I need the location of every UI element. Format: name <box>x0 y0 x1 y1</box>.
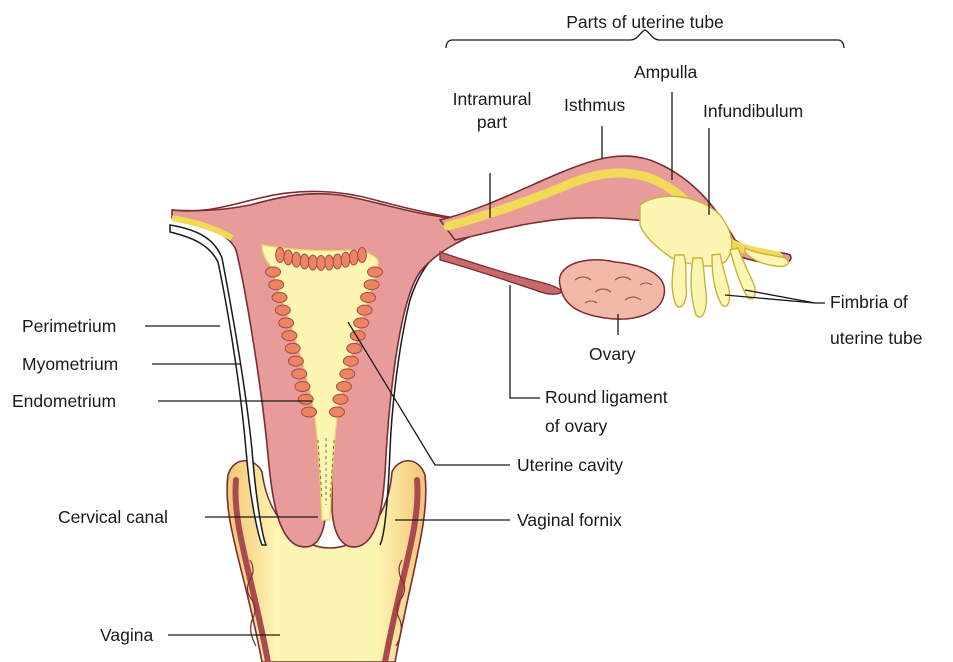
endometrium-label: Endometrium <box>12 391 116 411</box>
endometrium-right-fold <box>333 394 348 404</box>
endometrium-right-fold <box>364 280 379 290</box>
uterine-cavity-label: Uterine cavity <box>517 455 623 475</box>
tube-brace <box>446 30 844 48</box>
endometrium-top-fold <box>276 248 285 263</box>
vaginal-fornix-label: Vaginal fornix <box>517 510 622 530</box>
endometrium-right-fold <box>354 318 369 328</box>
endometrium-top-fold <box>300 254 309 269</box>
round-ligament-label-2: of ovary <box>545 416 607 436</box>
endometrium-left-fold <box>295 382 310 392</box>
endometrium-top-fold <box>317 256 326 271</box>
round-ligament-label-1: Round ligament <box>545 387 668 407</box>
endometrium-left-fold <box>266 267 281 277</box>
endometrium-left-fold <box>285 343 300 353</box>
endometrium-right-fold <box>336 382 351 392</box>
myometrium-label: Myometrium <box>22 354 118 374</box>
endometrium-left-fold <box>279 318 294 328</box>
perimetrium-label: Perimetrium <box>22 316 116 336</box>
endometrium-left-fold <box>269 280 284 290</box>
isthmus-label: Isthmus <box>564 95 626 115</box>
cervical-canal-label: Cervical canal <box>58 507 168 527</box>
endometrium-top-fold <box>292 252 301 267</box>
endometrium-top-fold <box>358 248 367 263</box>
endometrium-left-fold <box>288 356 303 366</box>
endometrium-right-fold <box>368 267 383 277</box>
ovary-label: Ovary <box>589 344 636 364</box>
endometrium-right-fold <box>330 407 345 417</box>
round-ligament-shape <box>440 252 562 294</box>
endometrium-left-fold <box>292 369 307 379</box>
infundibulum-label: Infundibulum <box>703 101 803 121</box>
fimbria-label-2: uterine tube <box>830 328 922 348</box>
endometrium-right-fold <box>340 369 355 379</box>
endometrium-right-fold <box>347 343 362 353</box>
endometrium-left-fold <box>275 305 290 315</box>
endometrium-right-fold <box>361 292 376 302</box>
endometrium-left-fold <box>272 292 287 302</box>
endometrium-top-fold <box>341 252 350 267</box>
intramural-label-1: Intramural <box>453 89 532 109</box>
endometrium-right-fold <box>343 356 358 366</box>
ovary-shape <box>559 260 664 319</box>
endometrium-top-fold <box>325 255 334 270</box>
ampulla-label: Ampulla <box>634 62 697 82</box>
intramural-label-2: part <box>477 112 507 132</box>
endometrium-left-fold <box>282 331 297 341</box>
fimbria-label-1: Fimbria of <box>830 292 908 312</box>
endometrium-left-fold <box>298 394 313 404</box>
labels: Parts of uterine tube Intramural part Is… <box>12 12 922 645</box>
endometrium-right-fold <box>357 305 372 315</box>
endometrium-left-fold <box>302 407 317 417</box>
endometrium-top-fold <box>333 254 342 269</box>
endometrium-top-fold <box>309 255 318 270</box>
endometrium-top-fold <box>284 250 293 265</box>
vagina-label: Vagina <box>100 625 153 645</box>
endometrium-top-fold <box>350 250 359 265</box>
title-label: Parts of uterine tube <box>566 12 724 32</box>
